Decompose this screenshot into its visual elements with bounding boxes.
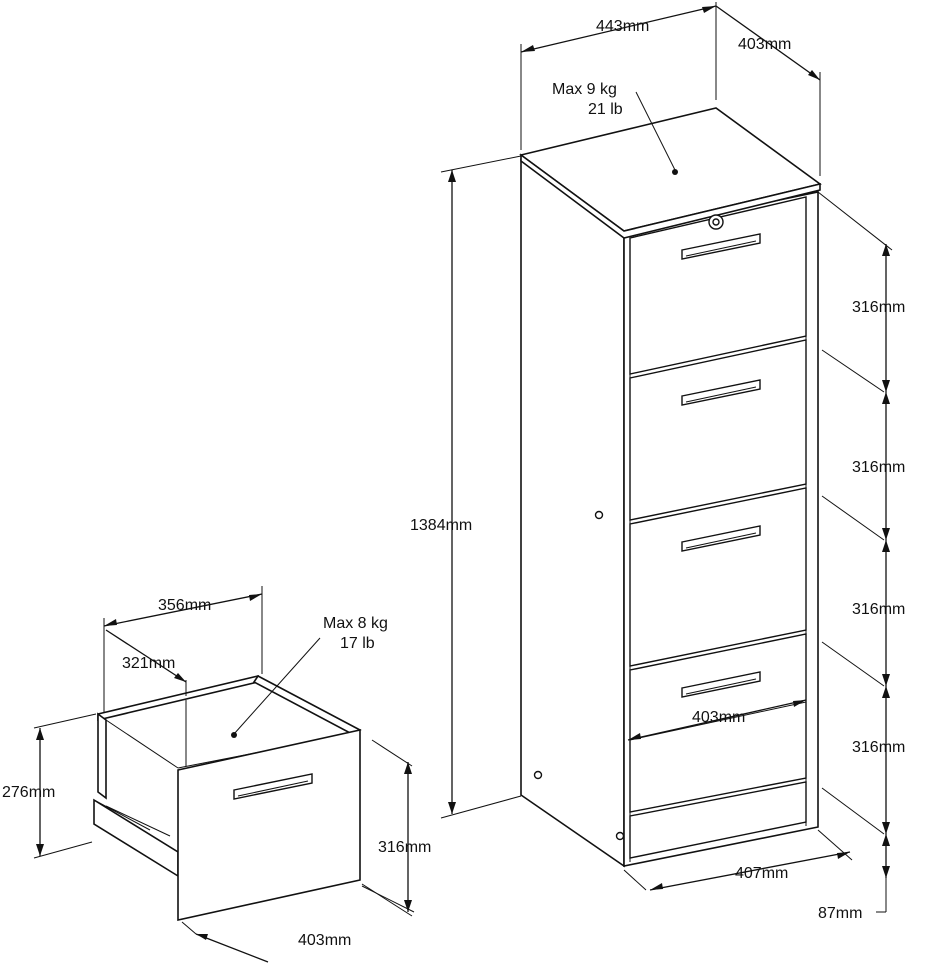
drawer-depth-line bbox=[195, 933, 269, 963]
screw-hole-icon bbox=[615, 831, 625, 841]
single-drawer bbox=[93, 637, 362, 921]
drawer-width-dimension-line bbox=[627, 699, 807, 741]
depth-dimension-line bbox=[715, 5, 821, 81]
drawer-outer-width-label: 356mm bbox=[158, 597, 211, 614]
cabinet-height-label: 1384mm bbox=[410, 517, 472, 534]
drawer-handle-1[interactable] bbox=[681, 233, 761, 260]
drawer-front-panel[interactable] bbox=[177, 729, 361, 921]
cabinet-drawer-4[interactable] bbox=[629, 633, 807, 813]
top-load-lb-label: 21 lb bbox=[588, 101, 623, 118]
drawer-handle-2[interactable] bbox=[681, 379, 761, 406]
filing-cabinet bbox=[519, 91, 822, 868]
cabinet-depth-label: 403mm bbox=[738, 36, 791, 53]
drawer-3-height-label: 316mm bbox=[852, 601, 905, 618]
cabinet-plinth bbox=[629, 781, 807, 859]
drawer-left-side bbox=[97, 712, 107, 800]
lock-icon[interactable] bbox=[708, 214, 724, 230]
drawer-load-point bbox=[231, 732, 237, 738]
drawer-width-label: 403mm bbox=[692, 709, 745, 726]
drawer-handle-4[interactable] bbox=[681, 671, 761, 698]
cabinet-drawer-3[interactable] bbox=[629, 487, 807, 667]
drawer-handle[interactable] bbox=[233, 773, 313, 800]
base-width-dimension-line bbox=[649, 851, 851, 891]
drawer-dimensions bbox=[33, 586, 415, 963]
drawer-1-height-label: 316mm bbox=[852, 299, 905, 316]
drawer-4-height-label: 316mm bbox=[852, 739, 905, 756]
top-load-leader bbox=[635, 91, 676, 171]
drawer-outer-width-line bbox=[103, 593, 263, 627]
cabinet-dimensions bbox=[440, 2, 893, 913]
drawer-load-leader bbox=[233, 637, 321, 735]
drawer-inner-width-line bbox=[105, 629, 187, 683]
drawer-inner-width-label: 321mm bbox=[122, 655, 175, 672]
cabinet-width-label: 443mm bbox=[596, 18, 649, 35]
top-load-point bbox=[672, 169, 678, 175]
cabinet-side-panel bbox=[520, 158, 625, 868]
screw-hole-icon bbox=[533, 770, 543, 780]
cabinet-drawer-2[interactable] bbox=[629, 339, 807, 521]
drawer-height-label: 276mm bbox=[2, 784, 55, 801]
cabinet-labels: 443mm 403mm Max 9 kg 21 lb 1384mm 316mm … bbox=[410, 18, 905, 922]
drawer-labels: 356mm Max 8 kg 17 lb 321mm 276mm 316mm 4… bbox=[2, 597, 431, 949]
plinth-height-label: 87mm bbox=[818, 905, 862, 922]
cabinet-drawer-1[interactable] bbox=[629, 196, 807, 375]
drawer-2-height-label: 316mm bbox=[852, 459, 905, 476]
drawer-front-height-label: 316mm bbox=[378, 839, 431, 856]
cabinet-top-edge bbox=[520, 153, 821, 239]
drawer-bottom bbox=[93, 798, 179, 878]
drawer-handle-3[interactable] bbox=[681, 525, 761, 552]
drawer-depth-label: 403mm bbox=[298, 932, 351, 949]
top-load-kg-label: Max 9 kg bbox=[552, 81, 617, 98]
drawer-load-kg-label: Max 8 kg bbox=[323, 615, 388, 632]
base-width-label: 407mm bbox=[735, 865, 788, 882]
drawer-4-inner-line bbox=[629, 701, 807, 741]
drawer-right-side bbox=[252, 674, 362, 735]
drawer-load-lb-label: 17 lb bbox=[340, 635, 375, 652]
drawer-back-panel bbox=[97, 674, 259, 722]
screw-hole-icon bbox=[594, 510, 604, 520]
width-dimension-line bbox=[520, 5, 717, 53]
